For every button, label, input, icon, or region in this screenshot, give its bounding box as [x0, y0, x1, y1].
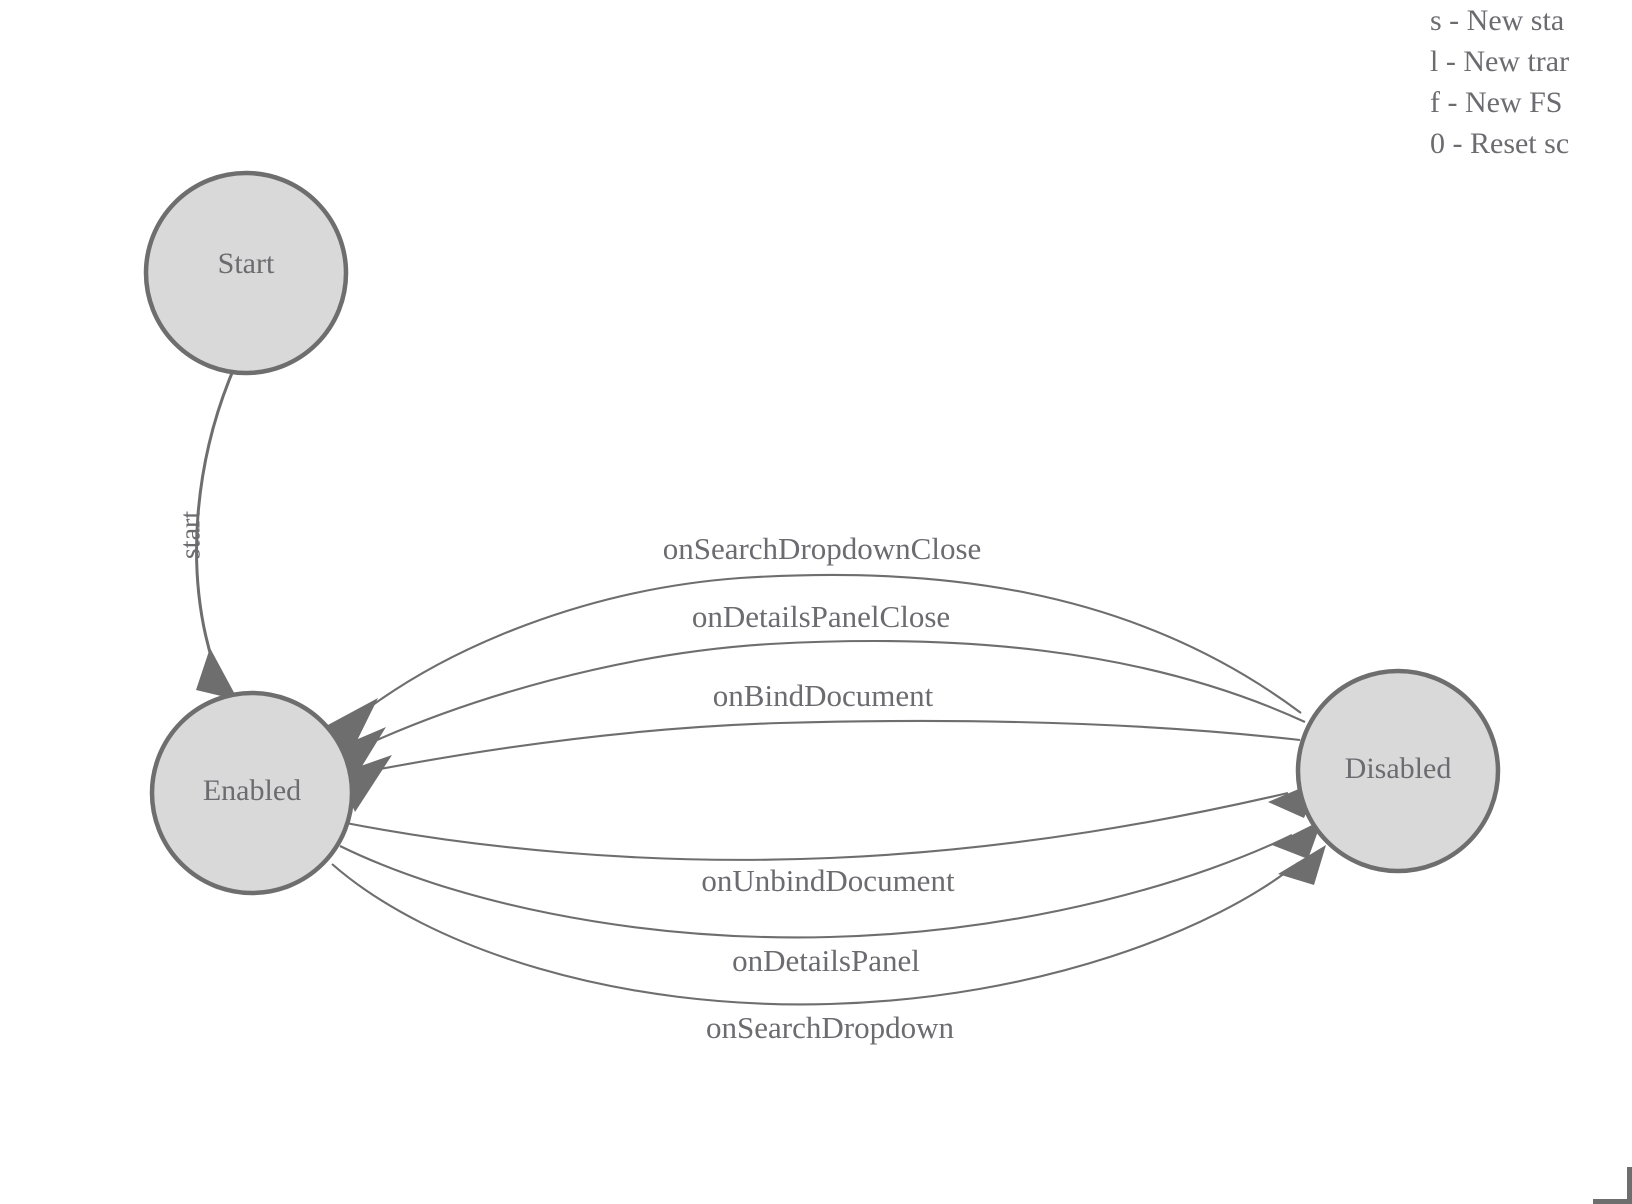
- node-enabled[interactable]: Enabled: [149, 690, 355, 896]
- edge-onDetailsPanel-path: [339, 834, 1293, 939]
- edge-onSearchDropdown[interactable]: [331, 845, 1326, 1006]
- edge-label-onSearchDropdown: onSearchDropdown: [706, 1010, 954, 1045]
- keyboard-shortcuts-overlay: s - New sta l - New trar f - New FS 0 - …: [1430, 0, 1632, 164]
- edge-label-onSearchDropdownClose: onSearchDropdownClose: [663, 531, 982, 566]
- edge-onUnbindDocument-path: [345, 791, 1289, 861]
- node-disabled[interactable]: Disabled: [1295, 668, 1501, 874]
- edge-onDetailsPanelClose-path: [367, 639, 1306, 745]
- edge-start[interactable]: [195, 372, 238, 700]
- edge-label-start: start: [175, 511, 206, 559]
- edge-onSearchDropdown-path: [331, 862, 1299, 1006]
- edge-label-onDetailsPanelClose: onDetailsPanelClose: [692, 599, 950, 634]
- node-enabled-label: Enabled: [203, 774, 301, 807]
- arrowhead-start: [196, 648, 238, 700]
- node-enabled-shape[interactable]: [149, 690, 355, 896]
- edge-label-onBindDocument: onBindDocument: [713, 678, 934, 713]
- edge-start-path: [195, 372, 234, 667]
- resize-corner-handle[interactable]: [1593, 1167, 1632, 1204]
- edge-onBindDocument-path: [374, 719, 1301, 772]
- node-start[interactable]: Start: [143, 170, 349, 376]
- node-start-label: Start: [218, 247, 275, 280]
- node-start-shape[interactable]: [143, 170, 349, 376]
- shortcut-new-state: s - New sta: [1430, 4, 1565, 37]
- arrowhead-onSearchDropdown: [1278, 845, 1326, 885]
- edge-onBindDocument[interactable]: [338, 719, 1301, 812]
- node-disabled-label: Disabled: [1345, 752, 1452, 785]
- shortcut-new-transition: l - New trar: [1430, 45, 1570, 78]
- edge-onUnbindDocument[interactable]: [345, 780, 1320, 861]
- shortcut-reset: 0 - Reset sc: [1430, 127, 1570, 160]
- shortcut-new-fsm: f - New FS: [1430, 86, 1563, 119]
- edge-label-onDetailsPanel: onDetailsPanel: [732, 943, 920, 978]
- edge-label-onUnbindDocument: onUnbindDocument: [701, 863, 955, 898]
- arrowhead-onDetailsPanel: [1272, 820, 1322, 859]
- edge-onDetailsPanel[interactable]: [339, 820, 1322, 939]
- edge-onDetailsPanelClose[interactable]: [332, 639, 1306, 789]
- node-disabled-shape[interactable]: [1295, 668, 1501, 874]
- edge-onSearchDropdownClose-path: [357, 573, 1302, 717]
